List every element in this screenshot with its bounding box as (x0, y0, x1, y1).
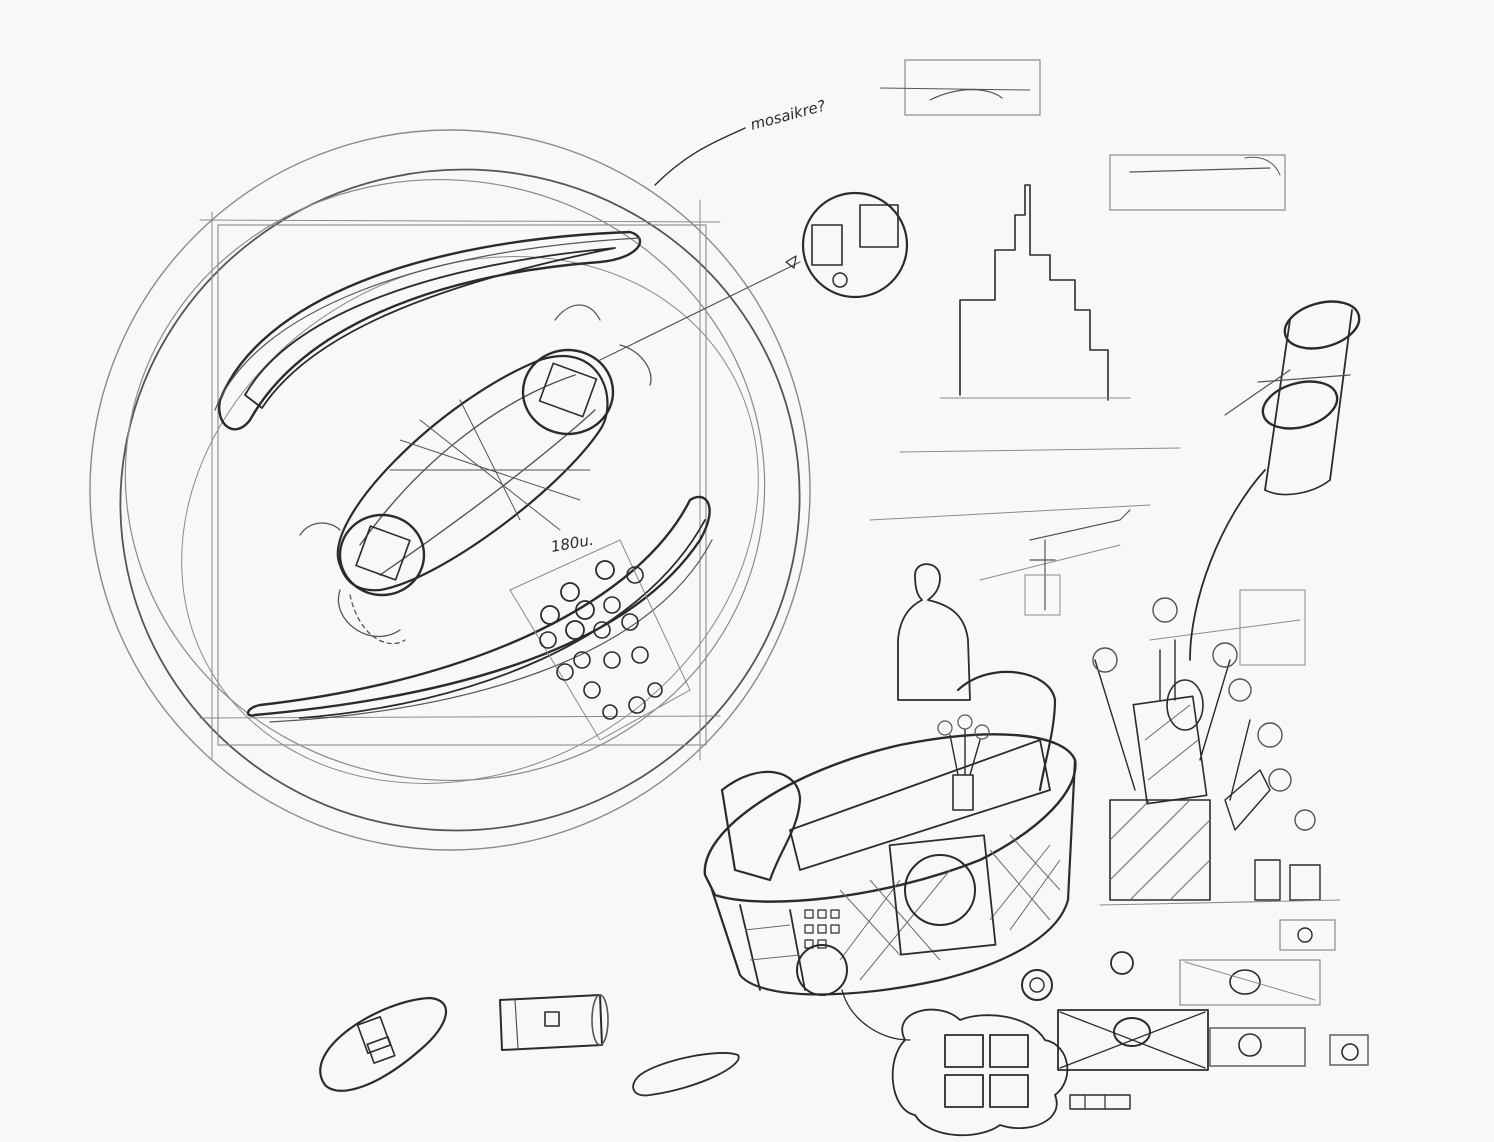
button-panel: 180u. (509, 531, 691, 741)
keypad-detail (841, 989, 1131, 1137)
mosaic-callout: mosaikre? (599, 97, 909, 361)
stepped-building-backdrop (939, 184, 1131, 401)
lower-curved-bench (246, 495, 713, 723)
kiosk-perspective (703, 670, 1077, 996)
bottom-right-variations (1021, 919, 1369, 1071)
perspective-room-lines (869, 447, 1306, 666)
mosaic-note: mosaikre? (748, 97, 827, 134)
top-right-thumbnails (879, 59, 1286, 211)
central-capsule-pod (299, 304, 652, 645)
hanging-lamp (1189, 300, 1361, 661)
dimension-note: 180u. (550, 531, 595, 556)
upper-curved-bench (214, 230, 642, 431)
human-figure (897, 563, 971, 701)
top-view-enclosure (89, 129, 811, 851)
plant-display (1092, 597, 1341, 906)
bottom-left-variations (319, 994, 740, 1097)
